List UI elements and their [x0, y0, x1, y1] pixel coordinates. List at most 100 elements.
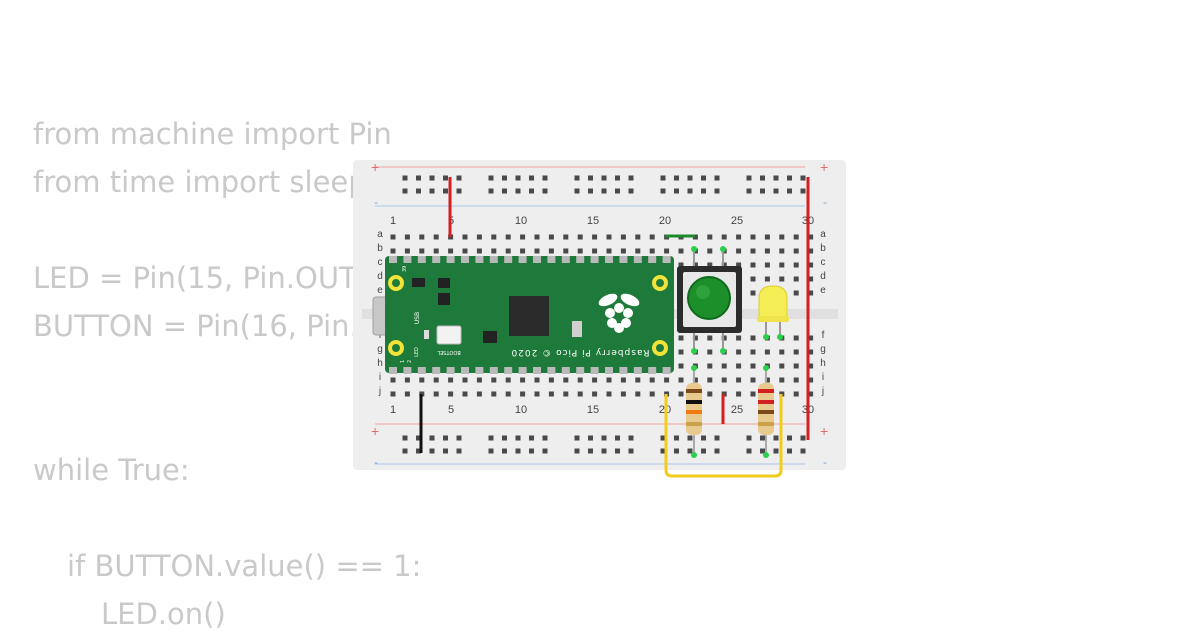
breadboard-hole	[736, 335, 742, 341]
breadboard-hole	[701, 435, 706, 441]
breadboard-hole	[793, 377, 799, 383]
connection-marker-4	[720, 348, 726, 354]
col-number-top-25: 25	[731, 215, 743, 227]
rail-plus-label-bl: +	[371, 423, 379, 439]
connection-marker-7	[691, 365, 697, 371]
breadboard-hole	[635, 234, 641, 240]
breadboard-hole	[808, 377, 814, 383]
connection-marker-3	[691, 348, 697, 354]
breadboard-hole	[746, 175, 752, 181]
breadboard-hole	[615, 188, 620, 194]
pico-pin	[504, 367, 513, 374]
pico-pin	[533, 256, 541, 263]
breadboard-hole	[534, 377, 540, 383]
breadboard-hole	[520, 234, 526, 240]
col-number-top-15: 15	[587, 215, 599, 227]
breadboard-hole	[491, 248, 497, 254]
breadboard-hole	[404, 234, 410, 240]
breadboard-hole	[491, 234, 497, 240]
breadboard-hole	[750, 234, 756, 240]
rail-minus-label-br: -	[823, 455, 827, 469]
breadboard-hole	[701, 448, 706, 454]
breadboard-hole	[736, 262, 742, 268]
breadboard-hole	[779, 377, 785, 383]
breadboard-hole	[588, 448, 593, 454]
breadboard-hole	[548, 234, 554, 240]
breadboard-hole	[628, 188, 634, 194]
code-line: LED = Pin(15, Pin.OUT)	[33, 261, 369, 295]
breadboard-hole	[687, 435, 693, 441]
button-cap-highlight	[696, 285, 710, 299]
breadboard-hole	[404, 248, 410, 254]
connection-marker-8	[763, 365, 769, 371]
pico-pin	[518, 367, 527, 374]
breadboard-hole	[448, 248, 454, 254]
breadboard-hole	[678, 248, 684, 254]
flash-chip	[572, 321, 582, 337]
breadboard-hole	[707, 262, 713, 268]
breadboard-hole	[678, 363, 684, 369]
row-letter-right-f: f	[822, 330, 825, 341]
pico-pin	[605, 367, 613, 374]
breadboard-hole	[390, 391, 396, 397]
rail-plus-label-tr: +	[820, 159, 828, 175]
breadboard-hole	[692, 335, 698, 341]
resistor-left-band-1	[686, 389, 702, 393]
chip-small-2	[438, 278, 450, 288]
breadboard-hole	[620, 248, 626, 254]
breadboard-hole	[660, 448, 666, 454]
breadboard-hole	[433, 377, 439, 383]
breadboard-hole	[542, 175, 548, 181]
breadboard-hole	[721, 363, 727, 369]
breadboard-hole	[764, 234, 770, 240]
breadboard-hole	[592, 234, 598, 240]
breadboard-hole	[779, 262, 785, 268]
breadboard-hole	[390, 248, 396, 254]
breadboard-hole	[515, 435, 521, 441]
breadboard-hole	[764, 349, 770, 355]
breadboard-hole	[574, 175, 580, 181]
button-cap[interactable]	[687, 276, 731, 320]
breadboard-hole	[707, 391, 713, 397]
breadboard-hole	[660, 188, 666, 194]
breadboard-hole	[808, 248, 814, 254]
breadboard-hole	[476, 377, 482, 383]
breadboard-hole	[779, 349, 785, 355]
connection-marker-9	[691, 452, 697, 458]
breadboard-hole	[701, 175, 706, 181]
breadboard-hole	[416, 435, 421, 441]
code-line: LED.on()	[101, 597, 226, 631]
breadboard-hole	[563, 248, 569, 254]
pico-pin	[648, 256, 657, 263]
row-letter-left-i: i	[379, 372, 381, 383]
breadboard-hole	[808, 234, 814, 240]
col-number-top-20: 20	[659, 215, 671, 227]
breadboard-hole	[750, 262, 756, 268]
breadboard-hole	[760, 188, 765, 194]
chip-small-1	[412, 278, 425, 287]
breadboard-hole	[419, 248, 425, 254]
breadboard-hole	[649, 391, 655, 397]
breadboard-hole	[764, 248, 770, 254]
breadboard-hole	[402, 448, 408, 454]
pico-pin	[475, 367, 484, 374]
pico-pin	[533, 367, 541, 374]
breadboard-hole	[779, 234, 785, 240]
pico-pin	[619, 367, 628, 374]
code-line: while True:	[33, 453, 190, 487]
breadboard-hole	[779, 248, 785, 254]
breadboard-hole	[462, 248, 468, 254]
breadboard-hole	[793, 349, 799, 355]
pico-pin	[547, 367, 556, 374]
breadboard-hole	[620, 377, 626, 383]
breadboard-hole	[502, 188, 507, 194]
pin-label-1: 1	[400, 360, 406, 363]
breadboard-hole	[707, 349, 713, 355]
connection-marker-1	[691, 246, 697, 252]
push-button[interactable]	[677, 249, 742, 351]
pico-pin	[590, 367, 599, 374]
row-letter-left-g: g	[377, 344, 383, 355]
breadboard-hole	[628, 435, 634, 441]
breadboard-hole	[390, 377, 396, 383]
breadboard-hole	[448, 377, 454, 383]
